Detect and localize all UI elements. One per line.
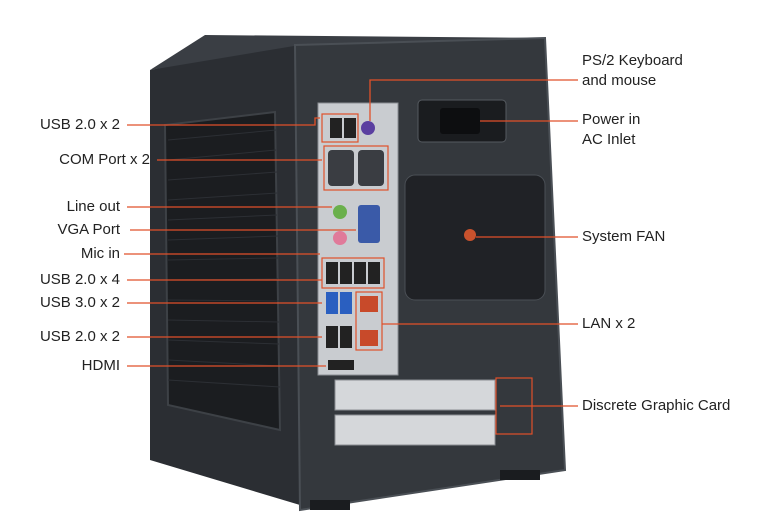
audio-line-out-jack [333,205,347,219]
label-com-port: COM Port x 2 [59,151,150,168]
gpu-bracket-top [334,379,496,411]
label-line-out: Line out [66,198,120,215]
io-ports [326,118,384,370]
usb-port [354,262,366,284]
label-vga-port: VGA Port [57,221,120,238]
lan-port [360,330,378,346]
usb-port [344,118,356,138]
com-port [358,150,384,186]
leader-lines [124,79,578,407]
label-usb30x2: USB 3.0 x 2 [39,294,120,311]
bracket-com [323,145,389,191]
power-inlet-socket [440,108,480,134]
usb-port [340,262,352,284]
gpu-bracket-bottom [334,414,496,446]
chassis-foot-left [310,500,350,510]
chassis-foot-right [500,470,540,480]
label-mic-in: Mic in [80,245,120,262]
audio-mic-in-jack [333,231,347,245]
side-vent-grille [163,110,282,432]
label-ps2-line2: and mouse [582,72,657,89]
label-ps2-line1: PS/2 Keyboard [582,52,683,69]
vga-port [358,205,380,243]
label-fan-line1: System FAN [582,228,666,245]
label-power-line2: AC Inlet [582,131,636,148]
side-vent-pattern [167,129,281,388]
label-lan-line1: LAN x 2 [582,315,636,332]
label-hdmi: HDMI [81,357,120,374]
label-power: Power in AC Inlet [582,110,640,150]
bracket-usb20x4 [321,257,385,289]
lan-port [360,296,378,312]
leader-usb20x2-top [127,117,320,126]
hdmi-port [328,360,354,370]
label-ps2: PS/2 Keyboard and mouse [582,51,683,91]
chassis-top [150,35,545,70]
label-lan: LAN x 2 [582,314,635,334]
label-usb20x2-bottom: USB 2.0 x 2 [39,328,120,345]
usb-port [368,262,380,284]
usb-port [326,326,338,348]
usb3-port [326,292,338,314]
bracket-usb20x2-top [321,113,359,143]
port-group-brackets [321,113,533,435]
bracket-lan [355,291,383,351]
usb3-port [340,292,352,314]
usb-port [326,262,338,284]
label-power-line1: Power in [582,111,641,128]
label-gpu-line1: Discrete Graphic Card [582,397,731,414]
ps2-port [361,121,375,135]
com-port [328,150,354,186]
usb-port [340,326,352,348]
label-system-fan: System FAN [582,227,665,247]
label-gpu: Discrete Graphic Card [582,396,730,416]
leader-ps2 [369,79,578,121]
bracket-gpu [495,377,533,435]
label-usb20x4: USB 2.0 x 4 [39,271,120,288]
fan-hub [464,229,476,241]
label-usb20x2-top: USB 2.0 x 2 [39,116,120,133]
usb-port [330,118,342,138]
